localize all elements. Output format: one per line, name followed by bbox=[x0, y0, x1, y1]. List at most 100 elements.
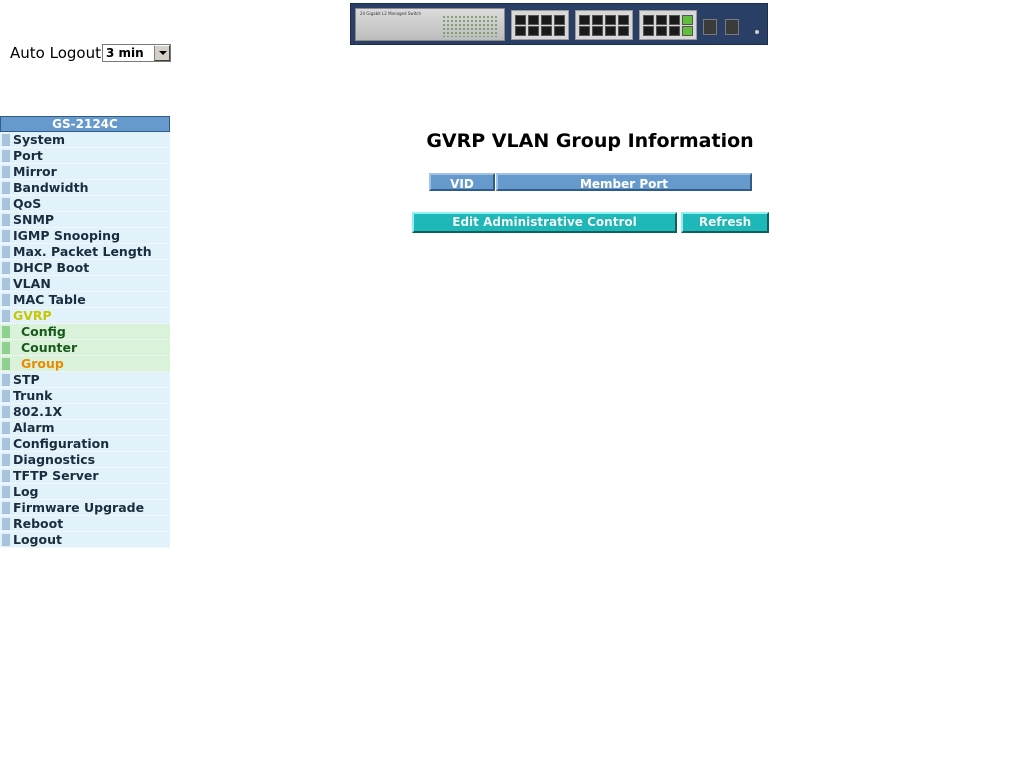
sidebar-item-label: STP bbox=[13, 372, 40, 387]
sidebar-item-label: Max. Packet Length bbox=[13, 244, 152, 259]
device-front-panel: 24 Gigabit L2 Managed Switch bbox=[355, 8, 505, 41]
sidebar-item-mac-table[interactable]: MAC Table bbox=[0, 292, 170, 308]
auto-logout: Auto Logout 3 min bbox=[10, 43, 171, 63]
port-group-2 bbox=[575, 10, 633, 40]
bullet-icon bbox=[2, 390, 10, 402]
sidebar-item-label: Mirror bbox=[13, 164, 57, 179]
sidebar-item-dhcp-boot[interactable]: DHCP Boot bbox=[0, 260, 170, 276]
bullet-icon bbox=[2, 518, 10, 530]
bullet-icon bbox=[2, 486, 10, 498]
sidebar-item-snmp[interactable]: SNMP bbox=[0, 212, 170, 228]
bullet-icon bbox=[2, 502, 10, 514]
sidebar-item-label: Trunk bbox=[13, 388, 53, 403]
sidebar-item-label: Configuration bbox=[13, 436, 110, 451]
bullet-icon bbox=[2, 214, 10, 226]
bullet-icon bbox=[2, 230, 10, 242]
sidebar-item-label: Reboot bbox=[13, 516, 64, 531]
bullet-icon bbox=[2, 198, 10, 210]
sidebar-menu: GS-2124C System Port Mirror Bandwidth Qo… bbox=[0, 116, 170, 548]
port-group-1 bbox=[511, 10, 569, 40]
chevron-down-icon[interactable] bbox=[153, 45, 170, 61]
sidebar-item-bandwidth[interactable]: Bandwidth bbox=[0, 180, 170, 196]
sidebar-item-label: Alarm bbox=[13, 420, 55, 435]
bullet-icon bbox=[2, 374, 10, 386]
sidebar-item-mirror[interactable]: Mirror bbox=[0, 164, 170, 180]
bullet-icon bbox=[2, 294, 10, 306]
sidebar-item-reboot[interactable]: Reboot bbox=[0, 516, 170, 532]
bullet-icon bbox=[2, 342, 10, 354]
bullet-icon bbox=[2, 454, 10, 466]
sidebar-item-alarm[interactable]: Alarm bbox=[0, 420, 170, 436]
status-leds bbox=[442, 15, 498, 37]
auto-logout-select[interactable]: 3 min bbox=[101, 44, 171, 62]
bullet-icon bbox=[2, 134, 10, 146]
sidebar-item-label: Firmware Upgrade bbox=[13, 500, 145, 515]
bullet-icon bbox=[2, 326, 10, 338]
sidebar-item-diagnostics[interactable]: Diagnostics bbox=[0, 452, 170, 468]
sidebar-item-log[interactable]: Log bbox=[0, 484, 170, 500]
sidebar-item-label: MAC Table bbox=[13, 292, 86, 307]
sidebar-item-firmware-upgrade[interactable]: Firmware Upgrade bbox=[0, 500, 170, 516]
bullet-icon bbox=[2, 150, 10, 162]
bullet-icon bbox=[2, 278, 10, 290]
device-caption: 24 Gigabit L2 Managed Switch bbox=[360, 11, 422, 16]
refresh-button[interactable]: Refresh bbox=[681, 212, 769, 233]
bullet-icon bbox=[2, 358, 10, 370]
column-header-member-port: Member Port bbox=[496, 173, 752, 191]
sfp-port-2 bbox=[725, 19, 739, 35]
sidebar-item-label: GVRP bbox=[13, 308, 52, 323]
bullet-icon bbox=[2, 246, 10, 258]
sidebar-item-label: System bbox=[13, 132, 66, 147]
sidebar-item-label: TFTP Server bbox=[13, 468, 99, 483]
sidebar-item-label: QoS bbox=[13, 196, 42, 211]
bullet-icon bbox=[2, 182, 10, 194]
auto-logout-value: 3 min bbox=[105, 46, 144, 60]
sidebar-item-8021x[interactable]: 802.1X bbox=[0, 404, 170, 420]
device-banner-image: 24 Gigabit L2 Managed Switch bbox=[350, 3, 768, 45]
bullet-icon bbox=[2, 438, 10, 450]
sidebar-item-label: Port bbox=[13, 148, 43, 163]
sidebar-item-label: SNMP bbox=[13, 212, 55, 227]
bullet-icon bbox=[2, 534, 10, 546]
sidebar-item-logout[interactable]: Logout bbox=[0, 532, 170, 548]
sidebar-item-configuration[interactable]: Configuration bbox=[0, 436, 170, 452]
sidebar-subitem-group[interactable]: Group bbox=[0, 356, 170, 372]
sidebar-item-label: DHCP Boot bbox=[13, 260, 90, 275]
bullet-icon bbox=[2, 470, 10, 482]
sidebar-item-label: Logout bbox=[13, 532, 62, 547]
sidebar-item-trunk[interactable]: Trunk bbox=[0, 388, 170, 404]
sidebar-item-max-packet-length[interactable]: Max. Packet Length bbox=[0, 244, 170, 260]
sidebar-item-qos[interactable]: QoS bbox=[0, 196, 170, 212]
bullet-icon bbox=[2, 310, 10, 322]
sidebar-item-label: 802.1X bbox=[13, 404, 63, 419]
bullet-icon bbox=[2, 166, 10, 178]
bullet-icon bbox=[2, 422, 10, 434]
sidebar-item-label: Group bbox=[21, 356, 64, 371]
sidebar-item-label: Log bbox=[13, 484, 39, 499]
sidebar-item-label: Config bbox=[21, 324, 66, 339]
sidebar-subitem-config[interactable]: Config bbox=[0, 324, 170, 340]
sidebar-item-stp[interactable]: STP bbox=[0, 372, 170, 388]
sidebar-item-gvrp[interactable]: GVRP bbox=[0, 308, 170, 324]
port-group-3 bbox=[639, 10, 697, 40]
sidebar-item-label: IGMP Snooping bbox=[13, 228, 121, 243]
sidebar-item-label: VLAN bbox=[13, 276, 51, 291]
bullet-icon bbox=[2, 406, 10, 418]
auto-logout-label: Auto Logout bbox=[10, 44, 101, 62]
sidebar-item-label: Bandwidth bbox=[13, 180, 89, 195]
sfp-port-1 bbox=[703, 19, 717, 35]
sidebar-item-tftp-server[interactable]: TFTP Server bbox=[0, 468, 170, 484]
sidebar-item-label: Counter bbox=[21, 340, 78, 355]
edit-administrative-control-button[interactable]: Edit Administrative Control bbox=[412, 212, 677, 233]
reset-button-icon bbox=[755, 30, 759, 34]
sidebar-title: GS-2124C bbox=[0, 116, 170, 132]
column-header-vid: VID bbox=[429, 173, 495, 191]
sidebar-item-system[interactable]: System bbox=[0, 132, 170, 148]
sidebar-item-label: Diagnostics bbox=[13, 452, 96, 467]
sidebar-item-vlan[interactable]: VLAN bbox=[0, 276, 170, 292]
sidebar-item-igmp-snooping[interactable]: IGMP Snooping bbox=[0, 228, 170, 244]
sidebar-subitem-counter[interactable]: Counter bbox=[0, 340, 170, 356]
bullet-icon bbox=[2, 262, 10, 274]
sidebar-item-port[interactable]: Port bbox=[0, 148, 170, 164]
page-title: GVRP VLAN Group Information bbox=[426, 130, 754, 152]
